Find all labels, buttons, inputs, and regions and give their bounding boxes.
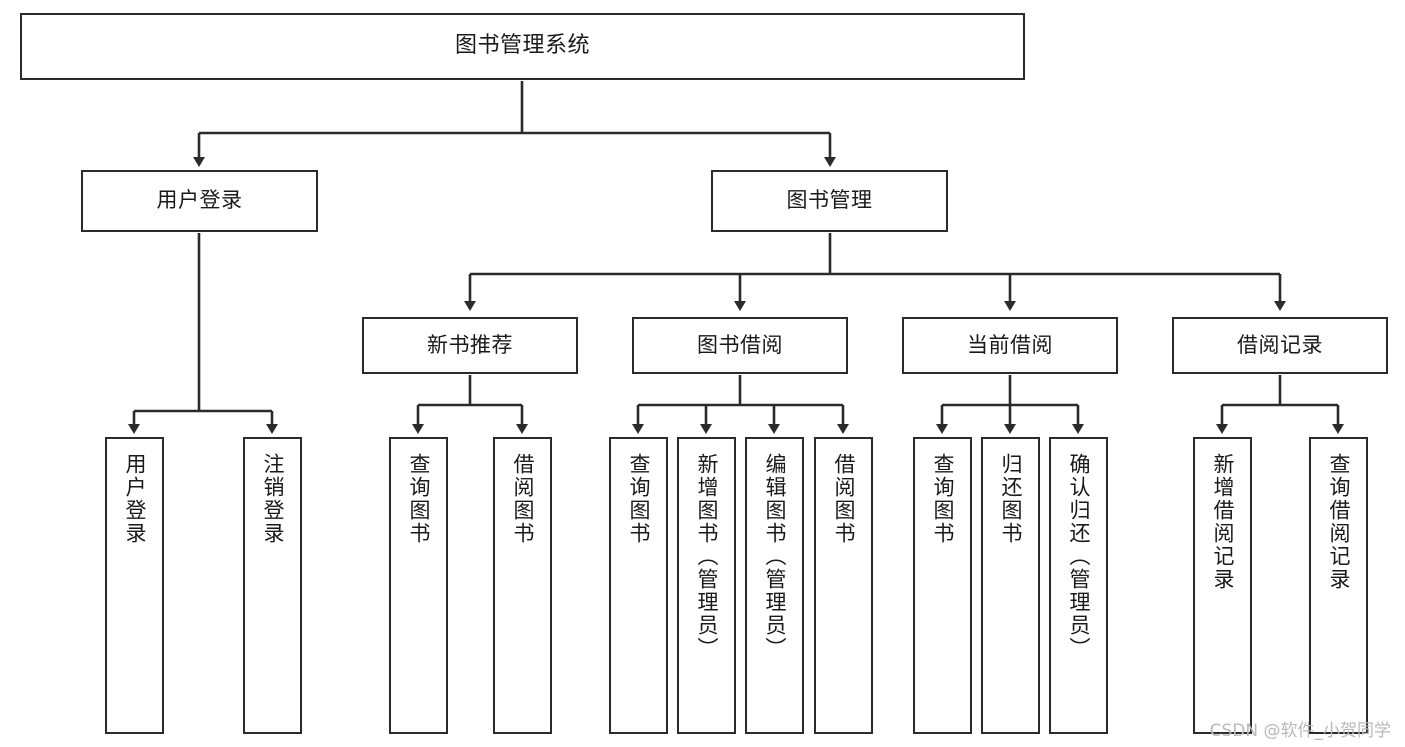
node-leaf-borrow-book-1[interactable]: 借阅图书 xyxy=(493,437,552,734)
node-borrow-record-label: 借阅记录 xyxy=(1237,332,1323,357)
node-leaf-query-book-3-label: 查询图书 xyxy=(931,453,955,545)
node-leaf-return-book[interactable]: 归还图书 xyxy=(981,437,1040,734)
node-leaf-add-record-label: 新增借阅记录 xyxy=(1211,453,1235,591)
node-leaf-query-book-1-label: 查询图书 xyxy=(407,453,431,545)
node-leaf-confirm-return-label: 确认归还（管理员） xyxy=(1067,453,1091,660)
node-leaf-add-record[interactable]: 新增借阅记录 xyxy=(1193,437,1252,734)
node-leaf-add-book-label: 新增图书（管理员） xyxy=(695,453,719,660)
node-leaf-borrow-book-2[interactable]: 借阅图书 xyxy=(814,437,873,734)
node-user-login[interactable]: 用户登录 xyxy=(81,170,318,232)
node-leaf-borrow-book-2-label: 借阅图书 xyxy=(832,453,856,545)
node-borrow-record[interactable]: 借阅记录 xyxy=(1172,317,1388,374)
node-current-borrow[interactable]: 当前借阅 xyxy=(902,317,1118,374)
node-user-login-label: 用户登录 xyxy=(156,188,243,213)
node-leaf-user-login[interactable]: 用户登录 xyxy=(105,437,164,734)
node-leaf-add-book[interactable]: 新增图书（管理员） xyxy=(677,437,736,734)
node-leaf-query-book-2[interactable]: 查询图书 xyxy=(609,437,668,734)
node-leaf-borrow-book-1-label: 借阅图书 xyxy=(511,453,535,545)
node-leaf-logout-login-label: 注销登录 xyxy=(261,453,285,545)
node-leaf-edit-book-label: 编辑图书（管理员） xyxy=(763,453,787,660)
node-leaf-query-record[interactable]: 查询借阅记录 xyxy=(1309,437,1368,734)
node-root-system[interactable]: 图书管理系统 xyxy=(20,13,1025,80)
node-leaf-query-book-3[interactable]: 查询图书 xyxy=(913,437,972,734)
node-new-book-recommend[interactable]: 新书推荐 xyxy=(362,317,578,374)
node-leaf-return-book-label: 归还图书 xyxy=(999,453,1023,545)
node-leaf-logout-login[interactable]: 注销登录 xyxy=(243,437,302,734)
node-book-borrow-label: 图书借阅 xyxy=(697,332,783,357)
node-leaf-edit-book[interactable]: 编辑图书（管理员） xyxy=(745,437,804,734)
node-leaf-query-book-2-label: 查询图书 xyxy=(627,453,651,545)
node-new-book-recommend-label: 新书推荐 xyxy=(427,332,513,357)
node-book-management-label: 图书管理 xyxy=(786,188,873,213)
node-leaf-query-record-label: 查询借阅记录 xyxy=(1327,453,1351,591)
node-book-borrow[interactable]: 图书借阅 xyxy=(632,317,848,374)
node-leaf-confirm-return[interactable]: 确认归还（管理员） xyxy=(1049,437,1108,734)
node-leaf-user-login-label: 用户登录 xyxy=(123,453,147,545)
node-book-management[interactable]: 图书管理 xyxy=(711,170,948,232)
node-current-borrow-label: 当前借阅 xyxy=(967,332,1053,357)
node-leaf-query-book-1[interactable]: 查询图书 xyxy=(389,437,448,734)
csdn-watermark: CSDN @软件_小贺同学 xyxy=(1209,721,1391,741)
node-root-system-label: 图书管理系统 xyxy=(454,33,590,59)
